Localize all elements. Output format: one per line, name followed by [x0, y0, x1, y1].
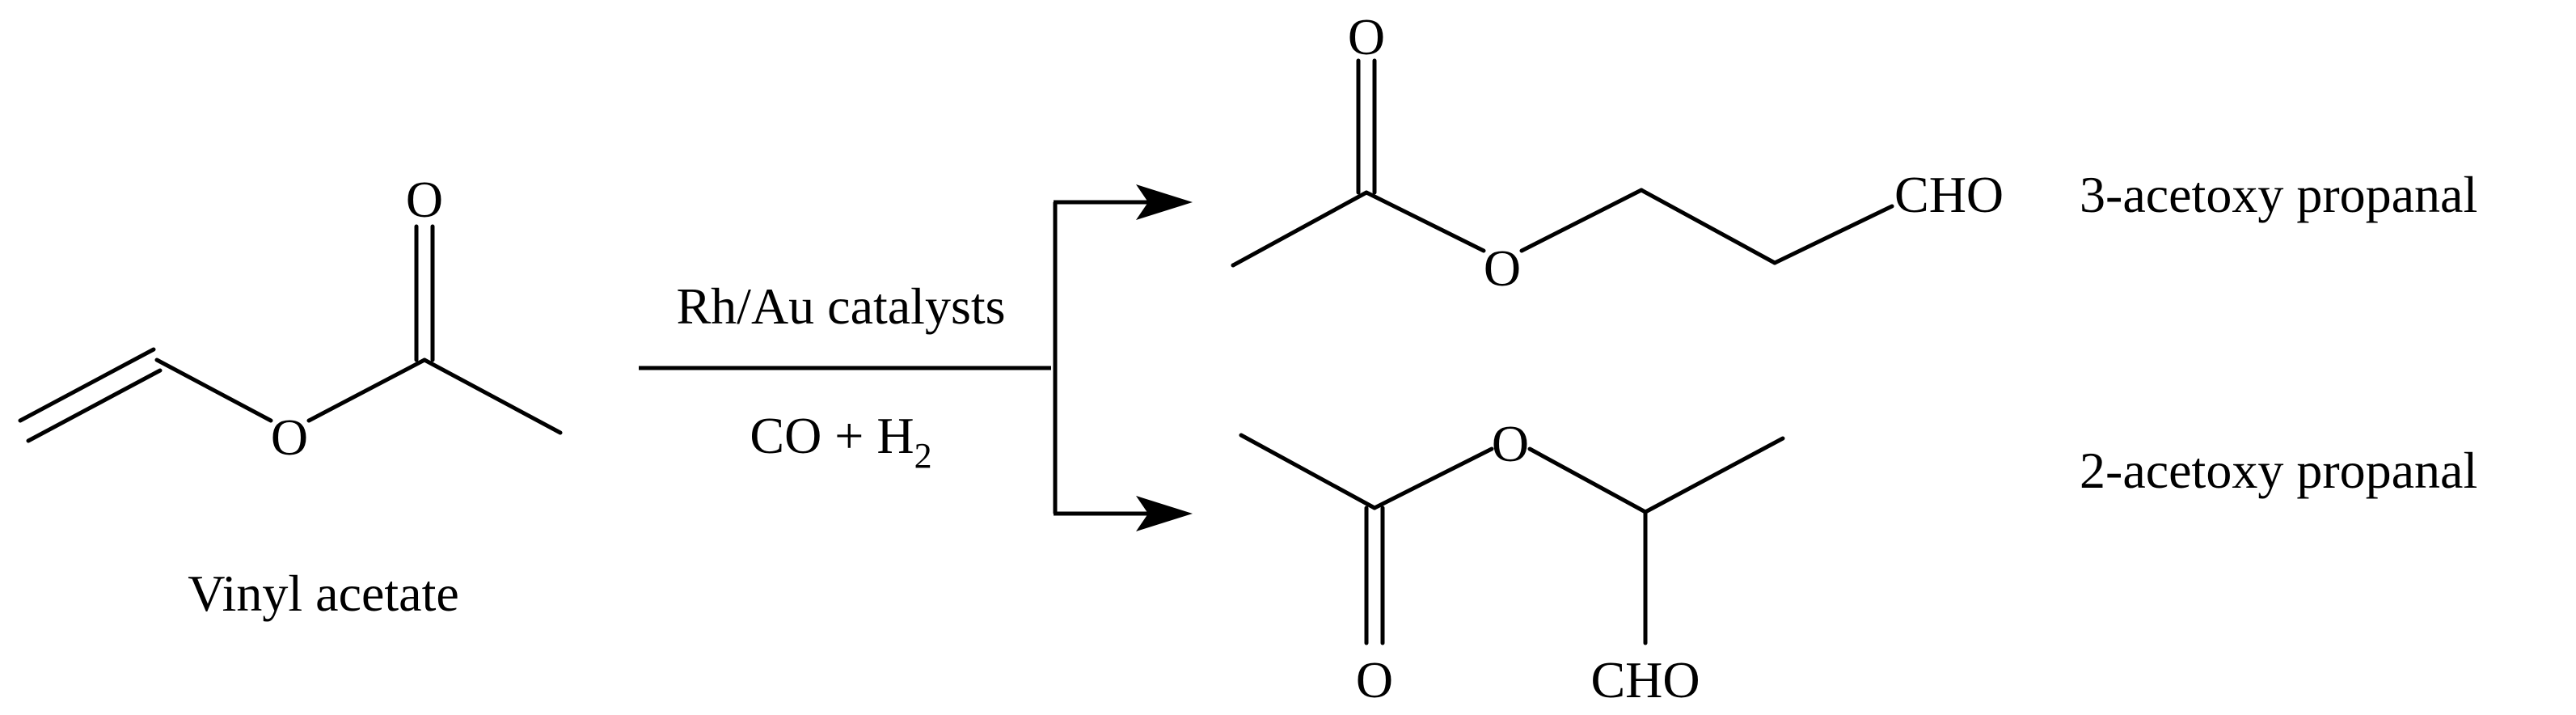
reaction-arrow: Rh/Au catalysts CO + H2: [639, 184, 1193, 531]
p2-o-ch-bond: [1527, 446, 1648, 514]
p2-ch-methyl-bond: [1643, 436, 1785, 514]
p2-methyl-bond: [1239, 433, 1377, 510]
lower-arrowhead-icon: [1136, 496, 1193, 531]
p1-ch2-ch2-bond: [1639, 188, 1777, 265]
reagent-label: CO + H2: [750, 407, 931, 476]
methyl-bond: [422, 358, 563, 435]
product-3-acetoxy-propanal: O O CHO 3-acetoxy propanal: [1231, 8, 2477, 297]
p1-ester-oxygen: O: [1484, 239, 1521, 297]
vinyl-double-bond-b: [26, 368, 163, 443]
p1-carbonyl-oxygen: O: [1348, 8, 1385, 66]
upper-arrowhead-icon: [1136, 184, 1193, 220]
p2-ester-oxygen: O: [1492, 415, 1529, 472]
product-branched-name: 2-acetoxy propanal: [2080, 442, 2477, 499]
p1-aldehyde: CHO: [1894, 166, 2004, 223]
reactant-vinyl-acetate: O O Vinyl acetate: [18, 171, 563, 622]
product-linear-name: 3-acetoxy propanal: [2080, 166, 2477, 223]
p2-carbonyl-oxygen: O: [1356, 651, 1393, 709]
o-carbonyl-bond: [306, 358, 427, 423]
product-2-acetoxy-propanal: O O CHO 2-acetoxy propanal: [1239, 415, 2477, 709]
p2-c-o-bond: [1372, 446, 1494, 510]
reactant-name: Vinyl acetate: [188, 565, 459, 622]
catalyst-label: Rh/Au catalysts: [676, 277, 1005, 335]
p1-ch2-cho-bond: [1772, 204, 1894, 265]
p1-c-o-bond: [1364, 190, 1486, 253]
vinyl-o-bond: [154, 358, 273, 423]
reactant-ester-oxygen: O: [271, 408, 308, 466]
p2-aldehyde: CHO: [1590, 651, 1700, 709]
reactant-carbonyl-oxygen: O: [406, 171, 443, 228]
p1-methyl-bond: [1231, 190, 1369, 268]
vinyl-double-bond-a: [18, 347, 156, 423]
p1-o-ch2-bond: [1519, 188, 1644, 253]
